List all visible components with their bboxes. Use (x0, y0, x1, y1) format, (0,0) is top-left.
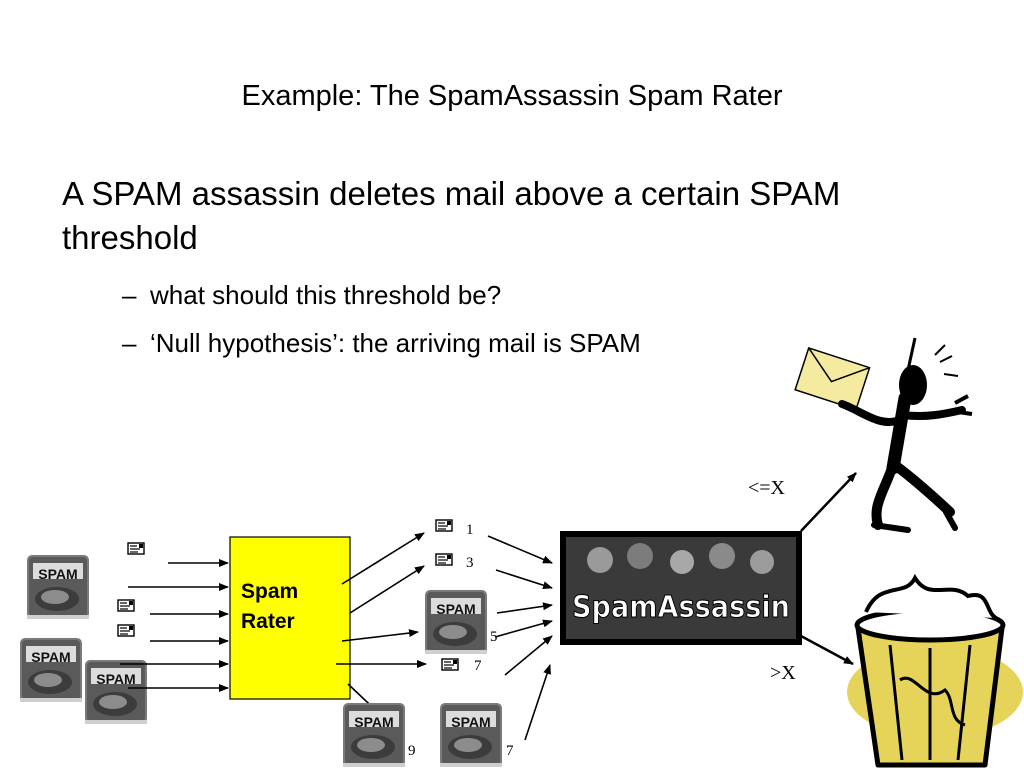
email-icon (117, 624, 135, 637)
sub-bullet-threshold: –what should this threshold be? (122, 280, 501, 311)
score-label: 9 (408, 743, 416, 759)
spam-can-label: SPAM (436, 601, 475, 617)
email-icon (117, 599, 135, 612)
sub-bullet-null-hypothesis: –‘Null hypothesis’: the arriving mail is… (122, 328, 641, 359)
envelope-icon (794, 346, 871, 411)
email-icon (127, 542, 145, 555)
above-threshold-label: >X (770, 662, 796, 684)
spam-can-icon: SPAM (85, 660, 147, 724)
input-arrows (120, 559, 229, 692)
score-label: 5 (490, 629, 498, 645)
bullet-dash: – (122, 280, 137, 310)
spamassassin-logo: SpamAssassin (560, 531, 802, 645)
spam-can-icon: SPAM (343, 703, 405, 767)
spam-can-label: SPAM (38, 566, 77, 582)
score-label: 3 (466, 555, 474, 571)
slide-title: Example: The SpamAssassin Spam Rater (241, 80, 783, 112)
score-label: 7 (506, 743, 514, 759)
spam-can-label: SPAM (354, 714, 393, 730)
spam-rater-label-line-2: Rater (241, 610, 295, 633)
spam-rater-label-line-1: Spam (241, 580, 298, 603)
happy-person-icon (794, 337, 973, 533)
spam-can-icon: SPAM (20, 638, 82, 702)
spam-rater-box: Spam Rater (229, 536, 351, 700)
email-icon (435, 519, 453, 532)
bullet-dash: – (122, 328, 137, 358)
spam-can-label: SPAM (96, 671, 135, 687)
spam-can-label: SPAM (31, 649, 70, 665)
spam-can-icon: SPAM (27, 555, 89, 619)
main-bullet: A SPAM assassin deletes mail above a cer… (62, 175, 841, 256)
below-threshold-label: <=X (748, 477, 786, 499)
spam-rater-fill (229, 536, 351, 700)
email-icon (441, 658, 459, 671)
score-label: 1 (466, 522, 474, 538)
sub-bullet-text: what should this threshold be? (150, 280, 502, 310)
spam-can-icon: SPAM (425, 590, 487, 654)
email-icon (435, 553, 453, 566)
output-arrow-delete (800, 634, 854, 666)
spamassassin-logo-text: SpamAssassin (572, 590, 790, 625)
spam-can-label: SPAM (451, 714, 490, 730)
output-arrow-keep (800, 472, 857, 532)
trash-can-icon (847, 573, 1023, 768)
sub-bullet-text: ‘Null hypothesis’: the arriving mail is … (150, 328, 641, 358)
spam-can-icon: SPAM (440, 703, 502, 767)
score-label: 7 (474, 658, 482, 674)
assassin-input-arrows (487, 535, 553, 741)
